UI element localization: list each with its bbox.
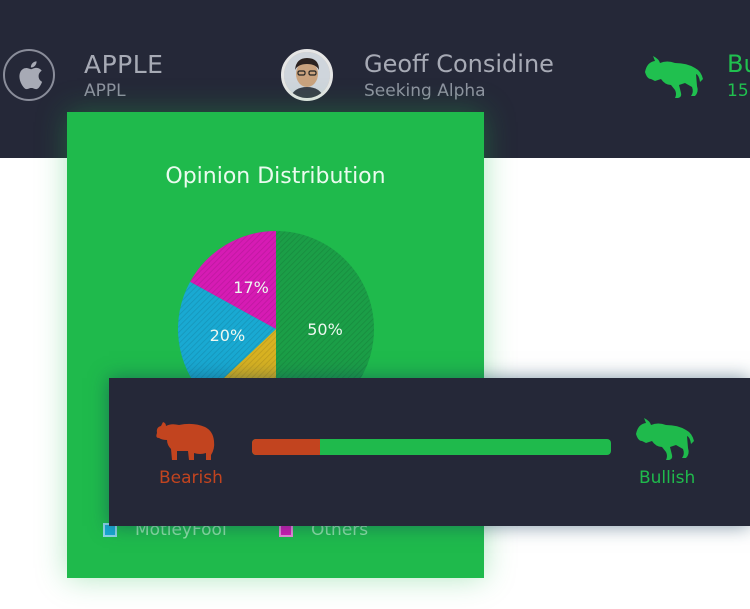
bullish-label: Bullish	[639, 468, 696, 488]
pie-slice-texture	[190, 231, 276, 329]
bearish-fill	[252, 439, 321, 455]
sentiment-panel: Bearish Bullish	[109, 378, 750, 526]
company-name: APPLE	[84, 50, 164, 79]
pie-slice-label: 17%	[233, 278, 269, 297]
bull-icon	[636, 418, 694, 460]
sentiment-title: Bu	[727, 50, 750, 78]
bull-icon	[645, 56, 703, 98]
sentiment-subtitle: 15	[727, 81, 749, 101]
pie-slice-texture	[178, 281, 276, 397]
card-title: Opinion Distribution	[165, 164, 386, 189]
bearish-label: Bearish	[159, 468, 223, 488]
pie-slice-label: 20%	[210, 326, 246, 345]
bear-icon	[156, 422, 215, 460]
pie-slice-label: 50%	[307, 320, 343, 339]
avatar[interactable]	[281, 49, 333, 101]
company-ticker: APPL	[84, 81, 126, 101]
apple-icon[interactable]	[3, 49, 55, 101]
sentiment-meter	[252, 439, 611, 455]
author-source: Seeking Alpha	[364, 81, 486, 101]
author-name: Geoff Considine	[364, 50, 554, 78]
